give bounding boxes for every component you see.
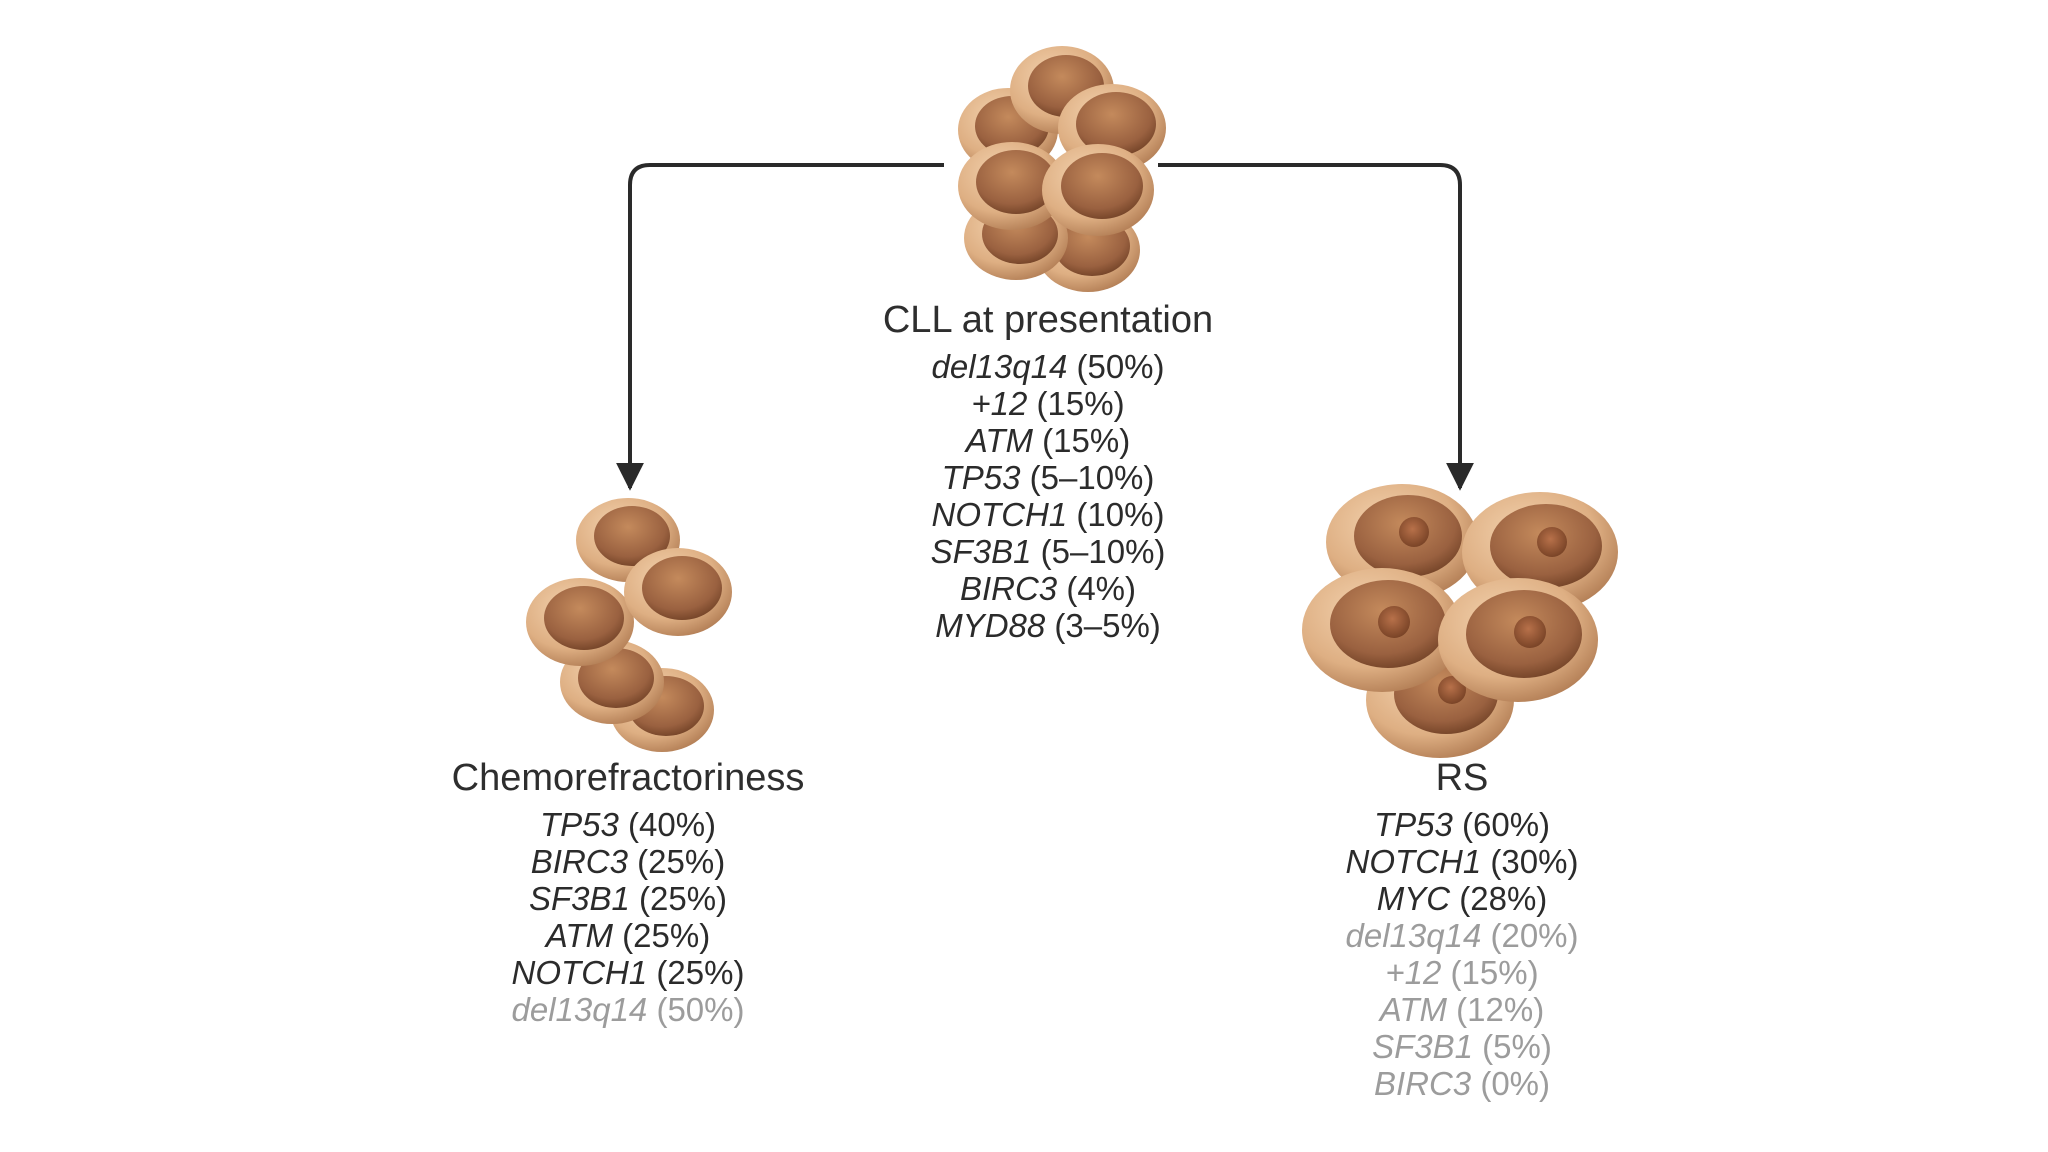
- mutation-entry: del13q14 (20%): [1345, 917, 1578, 954]
- rs-title: RS: [1435, 757, 1489, 799]
- rs-cell-cluster: [1302, 484, 1618, 758]
- gene-name: MYC: [1376, 880, 1451, 917]
- cll-mutation-list: del13q14 (50%)+12 (15%)ATM (15%)TP53 (5–…: [883, 348, 1213, 644]
- chemorefractoriness-title: Chemorefractoriness: [451, 757, 805, 799]
- mutation-entry: NOTCH1 (30%): [1345, 843, 1579, 880]
- gene-frequency: (15%): [1036, 385, 1125, 422]
- gene-name: BIRC3: [1373, 1065, 1472, 1102]
- gene-name: del13q14: [1345, 917, 1482, 954]
- gene-name: NOTCH1: [511, 954, 648, 991]
- gene-frequency: (28%): [1459, 880, 1548, 917]
- mutation-entry: del13q14 (50%): [452, 991, 805, 1028]
- chemorefractoriness-node: Chemorefractoriness TP53 (40%)BIRC3 (25%…: [452, 756, 805, 1028]
- mutation-entry: +12 (15%): [1345, 954, 1578, 991]
- gene-frequency: (25%): [656, 954, 745, 991]
- gene-name: +12: [1385, 954, 1442, 991]
- gene-frequency: (10%): [1076, 496, 1165, 533]
- gene-name: +12: [971, 385, 1028, 422]
- mutation-entry: SF3B1 (5–10%): [883, 533, 1213, 570]
- gene-name: BIRC3: [959, 570, 1058, 607]
- mutation-entry: ATM (15%): [883, 422, 1213, 459]
- gene-name: SF3B1: [1372, 1028, 1474, 1065]
- gene-frequency: (4%): [1066, 570, 1137, 607]
- mutation-entry: SF3B1 (5%): [1345, 1028, 1578, 1065]
- mutation-entry: ATM (25%): [452, 917, 805, 954]
- mutation-entry: ATM (12%): [1345, 991, 1578, 1028]
- rs-mutation-list: TP53 (60%)NOTCH1 (30%)MYC (28%)del13q14 …: [1345, 806, 1578, 1102]
- mutation-entry: del13q14 (50%): [883, 348, 1213, 385]
- gene-name: TP53: [1373, 806, 1453, 843]
- mutation-entry: BIRC3 (4%): [883, 570, 1213, 607]
- gene-frequency: (25%): [639, 880, 728, 917]
- gene-frequency: (25%): [637, 843, 726, 880]
- arrow-to-chemorefractoriness: [616, 163, 944, 491]
- mutation-entry: SF3B1 (25%): [452, 880, 805, 917]
- gene-name: del13q14: [931, 348, 1068, 385]
- gene-name: MYD88: [935, 607, 1046, 644]
- gene-name: TP53: [539, 806, 619, 843]
- gene-frequency: (25%): [622, 917, 711, 954]
- gene-name: BIRC3: [530, 843, 628, 880]
- rs-node: RS TP53 (60%)NOTCH1 (30%)MYC (28%)del13q…: [1345, 756, 1578, 1102]
- gene-frequency: (5–10%): [1029, 459, 1155, 496]
- mutation-entry: NOTCH1 (10%): [883, 496, 1213, 533]
- mutation-entry: TP53 (5–10%): [883, 459, 1213, 496]
- gene-name: NOTCH1: [931, 496, 1068, 533]
- gene-frequency: (15%): [1450, 954, 1539, 991]
- gene-name: del13q14: [511, 991, 648, 1028]
- mutation-entry: TP53 (40%): [452, 806, 805, 843]
- gene-frequency: (50%): [1076, 348, 1165, 385]
- gene-name: NOTCH1: [1345, 843, 1482, 880]
- cll-title: CLL at presentation: [882, 299, 1214, 341]
- gene-name: ATM: [965, 422, 1034, 459]
- gene-frequency: (5–10%): [1040, 533, 1166, 570]
- mutation-entry: +12 (15%): [883, 385, 1213, 422]
- gene-name: SF3B1: [528, 880, 630, 917]
- gene-frequency: (40%): [628, 806, 717, 843]
- mutation-entry: MYD88 (3–5%): [883, 607, 1213, 644]
- gene-frequency: (20%): [1490, 917, 1579, 954]
- mutation-entry: BIRC3 (25%): [452, 843, 805, 880]
- mutation-entry: TP53 (60%): [1345, 806, 1578, 843]
- gene-frequency: (3–5%): [1054, 607, 1161, 644]
- gene-frequency: (30%): [1490, 843, 1579, 880]
- gene-frequency: (15%): [1042, 422, 1131, 459]
- gene-name: SF3B1: [930, 533, 1032, 570]
- chemorefractoriness-mutation-list: TP53 (40%)BIRC3 (25%)SF3B1 (25%)ATM (25%…: [452, 806, 805, 1028]
- gene-name: ATM: [1379, 991, 1448, 1028]
- cll-cell-cluster: [958, 46, 1166, 292]
- gene-frequency: (0%): [1480, 1065, 1551, 1102]
- gene-frequency: (60%): [1462, 806, 1551, 843]
- mutation-entry: NOTCH1 (25%): [452, 954, 805, 991]
- gene-frequency: (12%): [1456, 991, 1545, 1028]
- gene-frequency: (50%): [656, 991, 745, 1028]
- chemorefractoriness-cell-cluster: [526, 498, 732, 752]
- arrow-to-rs: [1158, 163, 1474, 491]
- gene-name: ATM: [545, 917, 613, 954]
- mutation-entry: MYC (28%): [1345, 880, 1578, 917]
- gene-name: TP53: [941, 459, 1021, 496]
- gene-frequency: (5%): [1482, 1028, 1552, 1065]
- mutation-entry: BIRC3 (0%): [1345, 1065, 1578, 1102]
- cll-node: CLL at presentation del13q14 (50%)+12 (1…: [883, 298, 1213, 644]
